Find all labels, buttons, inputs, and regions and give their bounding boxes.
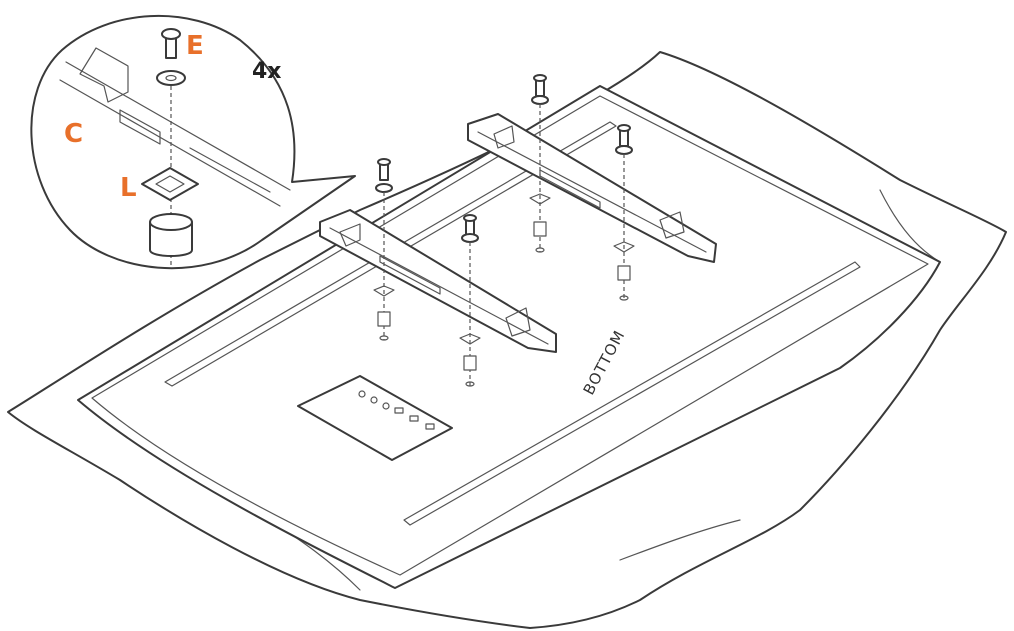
port-2 [370,396,378,404]
detail-callout [30,14,356,270]
port-5 [409,415,419,422]
mounting-bracket-right [467,113,717,263]
screw-assembly-1 [373,158,395,341]
screw-assembly-2 [459,214,481,387]
screw-assembly-3 [529,74,551,253]
connector-panel [297,375,453,461]
bracket-label-c: C [64,119,83,149]
screw-label-e: E [186,31,204,61]
port-4 [394,407,404,414]
quantity-label: 4x [252,59,282,84]
screw-assembly-4 [613,124,635,301]
mounting-bracket-left [319,209,557,353]
port-1 [358,390,366,398]
spacer-label-l: L [120,173,137,203]
port-6 [425,423,435,430]
port-3 [382,402,390,410]
